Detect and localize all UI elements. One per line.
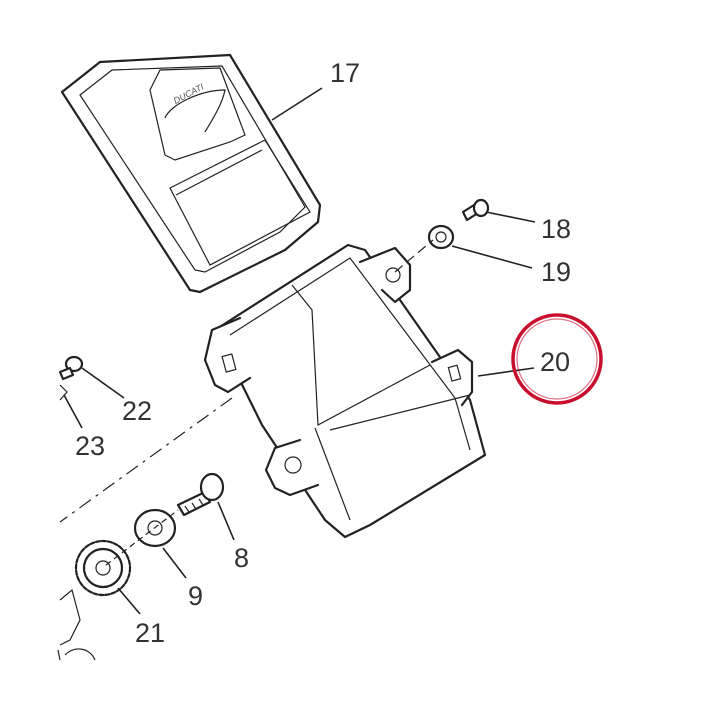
highlight-circle-20	[511, 313, 603, 405]
callout-20: 20	[540, 347, 570, 377]
callout-9: 9	[188, 581, 203, 611]
part-19-washer	[427, 224, 455, 250]
part-18-screw	[461, 198, 490, 222]
callout-23: 23	[75, 431, 105, 461]
callout-21: 21	[135, 618, 165, 648]
part-23-clip	[59, 384, 68, 401]
part-17-cover	[60, 53, 322, 294]
part-22-screw	[58, 355, 84, 381]
leader-lines	[63, 87, 536, 615]
callout-17: 17	[330, 58, 360, 88]
part-20-box	[203, 243, 487, 539]
callout-8: 8	[234, 543, 249, 573]
callout-22: 22	[122, 396, 152, 426]
callout-19: 19	[541, 257, 571, 287]
callout-18: 18	[541, 214, 571, 244]
assembly-axes	[59, 239, 434, 566]
part-8-screw	[176, 472, 225, 517]
part-21-gear	[74, 539, 132, 597]
background-fragment	[57, 588, 96, 661]
